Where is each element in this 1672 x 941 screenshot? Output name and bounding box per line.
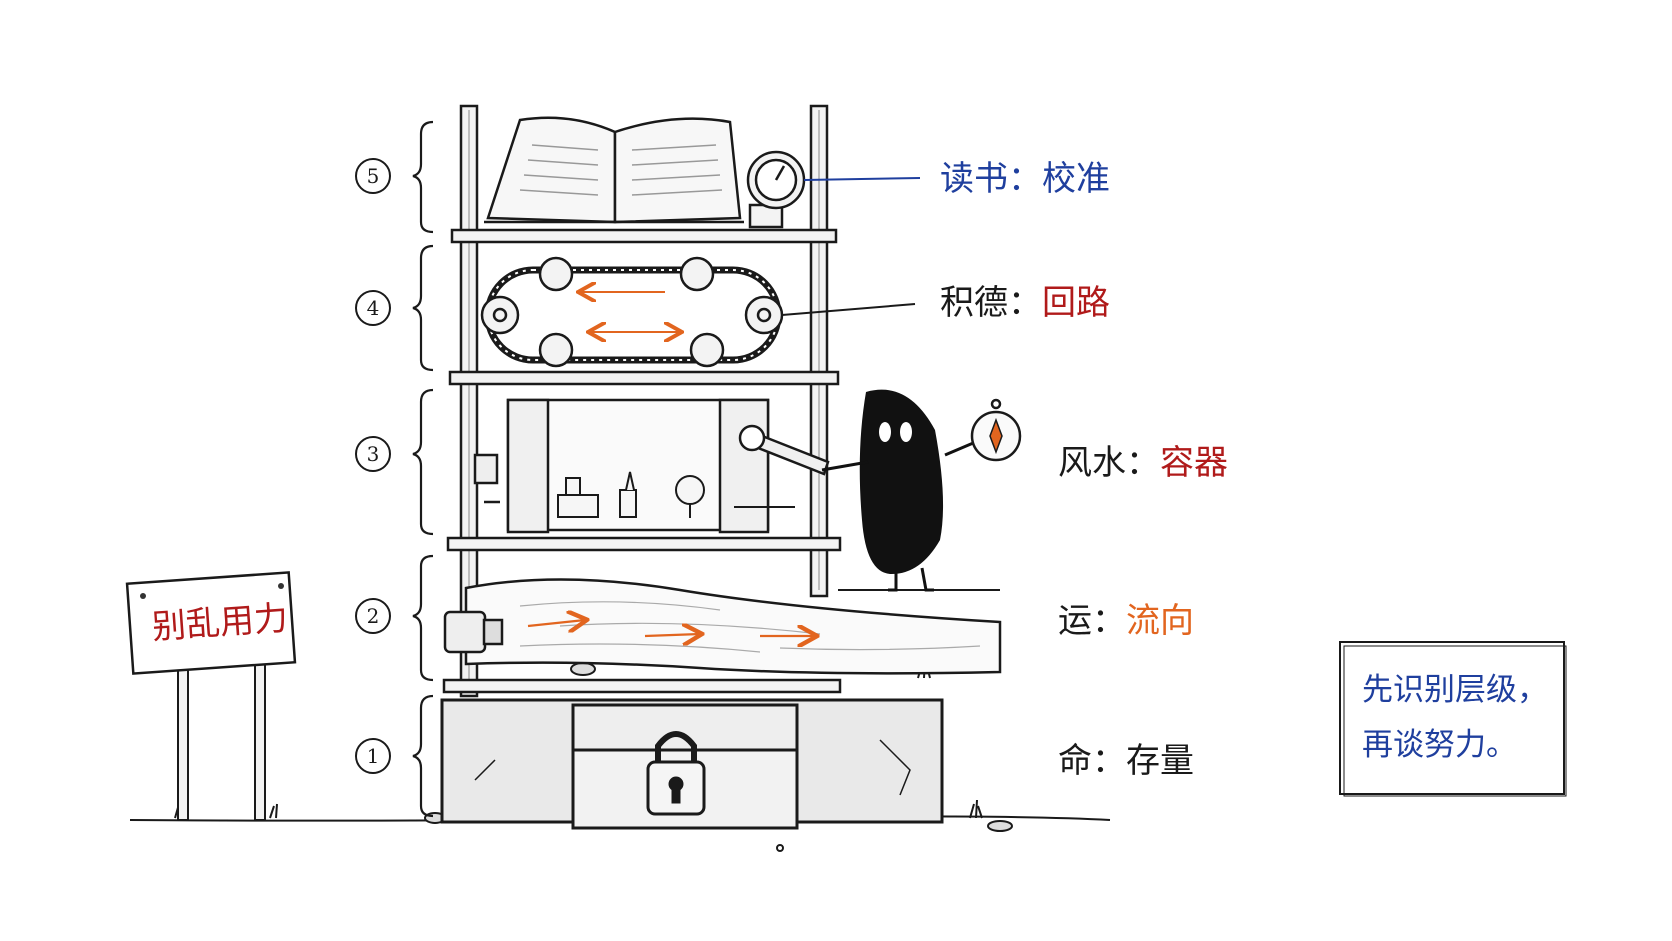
level-2-role: 流向 (1126, 601, 1194, 641)
sign-text: 别乱用力 (151, 598, 289, 647)
level-1-sep: ： (1092, 741, 1126, 781)
level-1-name: 命 (1058, 741, 1092, 781)
level-number-3: 3 (355, 436, 391, 472)
level-5-label: 读书：校准 (940, 159, 1110, 199)
level-3-name: 风水 (1058, 443, 1126, 483)
calibration-pointer (803, 177, 921, 181)
loop-pointer (781, 303, 916, 316)
flowing-river-icon (443, 578, 1002, 675)
frame-container-icon (473, 398, 795, 534)
level-5-role: 校准 (1042, 159, 1110, 199)
level-3-role: 容器 (1160, 443, 1228, 483)
level-3-label: 风水：容器 (1058, 443, 1228, 483)
note-line-1: 先识别层级， (1362, 672, 1548, 708)
level-3-sep: ： (1126, 443, 1160, 483)
heart-roller-icon (538, 256, 725, 368)
level-number-4: 4 (355, 290, 391, 326)
level-number-1: 1 (355, 738, 391, 774)
level-4-label: 积德：回路 (940, 283, 1110, 323)
level-2-sep: ： (1092, 601, 1126, 641)
level-2-label: 运：流向 (1058, 601, 1194, 641)
svg-text:3: 3 (367, 442, 380, 466)
level-number-2: 2 (355, 598, 391, 634)
level-4-name: 积德 (940, 283, 1008, 323)
svg-text:2: 2 (367, 604, 380, 628)
character-icon (821, 389, 986, 592)
level-4-role: 回路 (1042, 283, 1110, 323)
level-5-sep: ： (1008, 159, 1042, 199)
svg-text:1: 1 (367, 744, 380, 768)
level-1-label: 命：存量 (1058, 741, 1194, 781)
wrench-icon (738, 424, 830, 476)
level-1-role: 存量 (1126, 741, 1194, 781)
level-number-5: 5 (355, 158, 391, 194)
sign-board-icon (125, 571, 297, 821)
open-book-icon (484, 116, 744, 224)
level-2-name: 运 (1058, 601, 1092, 641)
compass-icon (970, 398, 1022, 462)
note-line-2: 再谈努力。 (1362, 727, 1517, 763)
shelf-frame (442, 104, 842, 698)
padlock-icon (646, 731, 706, 816)
svg-text:5: 5 (367, 164, 380, 188)
level-4-sep: ： (1008, 283, 1042, 323)
note-box (1339, 641, 1567, 797)
conveyor-loop-icon (480, 256, 784, 368)
level-5-name: 读书 (940, 159, 1008, 199)
gauge-clock-icon (746, 150, 806, 229)
svg-text:4: 4 (367, 296, 380, 320)
level-brackets (412, 120, 434, 818)
